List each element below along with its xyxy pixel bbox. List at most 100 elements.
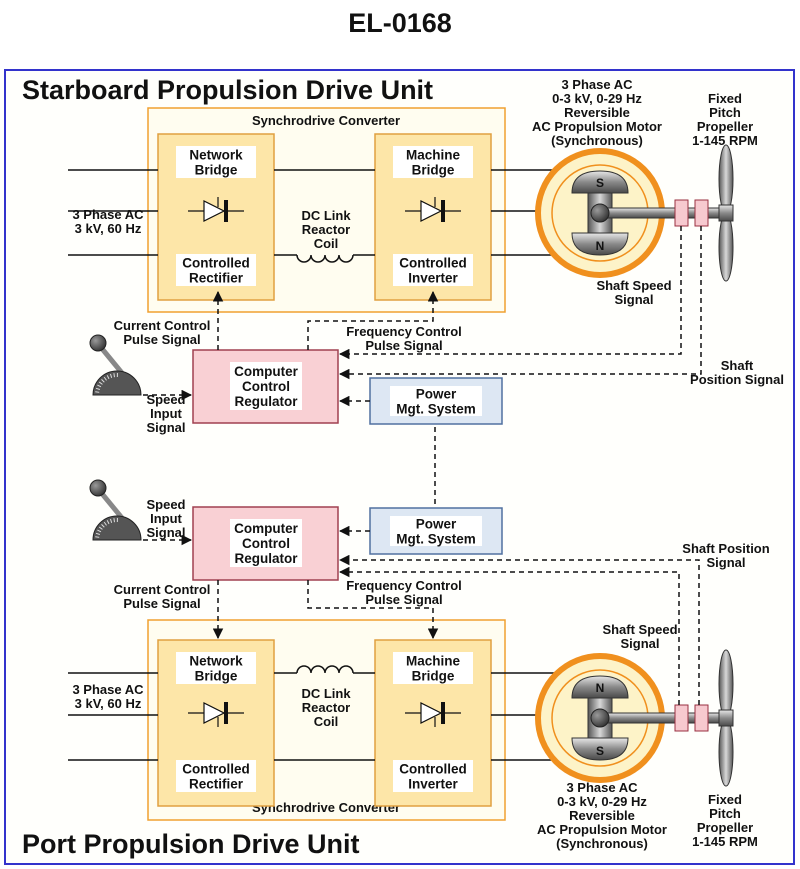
network-bridge-label-line: Network — [189, 654, 243, 669]
lever-tick — [106, 520, 110, 525]
lever-tick — [95, 532, 101, 535]
controlled-inverter-label-bg — [393, 254, 473, 286]
rotor-pole-top-icon — [571, 170, 629, 194]
speed-input-label-line: Speed — [146, 497, 185, 512]
shaft-position-label-line: Shaft Position — [682, 541, 769, 556]
lever-tick — [110, 373, 113, 378]
propeller-description-line: Pitch — [709, 105, 741, 120]
motor-description-line: 0-3 kV, 0-29 Hz — [552, 91, 642, 106]
speed-input-label-line: Input — [150, 511, 182, 526]
thyristor-bar — [441, 702, 445, 724]
page-title: EL-0168 — [348, 8, 452, 38]
converter-label: Synchrodrive Converter — [252, 113, 400, 128]
regulator-label-bg — [230, 519, 302, 567]
motor-description-line: AC Propulsion Motor — [532, 119, 662, 134]
propeller-blade-icon — [718, 144, 734, 214]
speed-input-label-line: Input — [150, 406, 182, 421]
speed-sensor-icon — [674, 199, 689, 227]
lever-tick — [113, 518, 115, 523]
propeller-description-line: Propeller — [697, 820, 753, 835]
lever-tick — [95, 391, 100, 393]
thyristor-bar — [224, 200, 228, 222]
pole-label-bottom: S — [596, 744, 604, 758]
machine-bridge-label-line: Machine — [406, 654, 461, 669]
lever-tick — [97, 529, 102, 533]
shaft-speed-label-line: Shaft Speed — [596, 278, 671, 293]
position-sensor-icon — [694, 199, 709, 227]
regulator-label-line: Regulator — [234, 394, 298, 409]
propeller-description-line: Fixed — [708, 792, 742, 807]
supply-label-line: 3 kV, 60 Hz — [75, 221, 142, 236]
current-control-label-line: Current Control — [114, 582, 211, 597]
shaft-speed-label-line: Signal — [614, 292, 653, 307]
thyristor-triangle — [203, 702, 226, 724]
network-thyristor-icon — [188, 702, 244, 727]
speed-input-lever-icon — [89, 334, 142, 396]
propeller-blade-icon — [718, 649, 734, 719]
motor-description-line: 3 Phase AC — [566, 780, 638, 795]
position-sensor-icon — [694, 704, 709, 732]
lever-tick — [95, 536, 100, 538]
motor-description-line: Reversible — [564, 105, 630, 120]
lever-knob-icon — [89, 334, 107, 352]
power-mgt-label-line: Power — [416, 387, 457, 402]
pole-label-top: S — [596, 176, 604, 190]
lever-tick — [103, 521, 107, 526]
lever-tick — [97, 384, 102, 388]
propeller-description-line: 1-145 RPM — [692, 133, 758, 148]
lever-tick — [113, 373, 115, 378]
controlled-rectifier-label-line: Controlled — [182, 256, 250, 271]
propeller-description-line: 1-145 RPM — [692, 834, 758, 849]
lever-tick — [103, 376, 107, 381]
ac-propulsion-motor: NS — [535, 649, 734, 787]
converter-label: Synchrodrive Converter — [252, 800, 400, 815]
thyristor-triangle — [420, 200, 443, 222]
lever-knob-icon — [89, 479, 107, 497]
speed-sensor-icon — [674, 704, 689, 732]
controlled-inverter-label-bg — [393, 760, 473, 792]
shaft-speed-label-line: Shaft Speed — [602, 622, 677, 637]
thyristor-triangle — [420, 702, 443, 724]
lever-tick — [95, 387, 101, 390]
dc-link-label-line: DC Link — [301, 208, 351, 223]
machine-bridge-label-bg — [393, 146, 473, 178]
power-mgt-label-bg — [390, 386, 482, 416]
power-mgt-label-bg — [390, 516, 482, 546]
thyristor-bar — [224, 702, 228, 724]
propeller-blade-icon — [718, 717, 734, 787]
frequency-control-label-line: Pulse Signal — [365, 338, 442, 353]
machine-bridge-label-line: Bridge — [412, 669, 455, 684]
machine-bridge-label-line: Machine — [406, 148, 461, 163]
controlled-rectifier-label-line: Rectifier — [189, 271, 244, 286]
motor-description-line: 0-3 kV, 0-29 Hz — [557, 794, 647, 809]
controlled-rectifier-label-bg — [176, 254, 256, 286]
regulator-label-line: Control — [242, 536, 290, 551]
dc-reactor-coil-icon — [296, 254, 354, 263]
frequency-control-label-line: Frequency Control — [346, 578, 462, 593]
pole-label-top: N — [596, 681, 605, 695]
regulator-label-line: Regulator — [234, 551, 298, 566]
shaft-speed-signal-line — [338, 226, 682, 360]
regulator-label-line: Computer — [234, 521, 298, 536]
current-control-label-line: Pulse Signal — [123, 332, 200, 347]
speed-input-label-line: Speed — [146, 392, 185, 407]
network-bridge-label-line: Network — [189, 148, 243, 163]
shaft-position-signal-line — [338, 226, 702, 380]
